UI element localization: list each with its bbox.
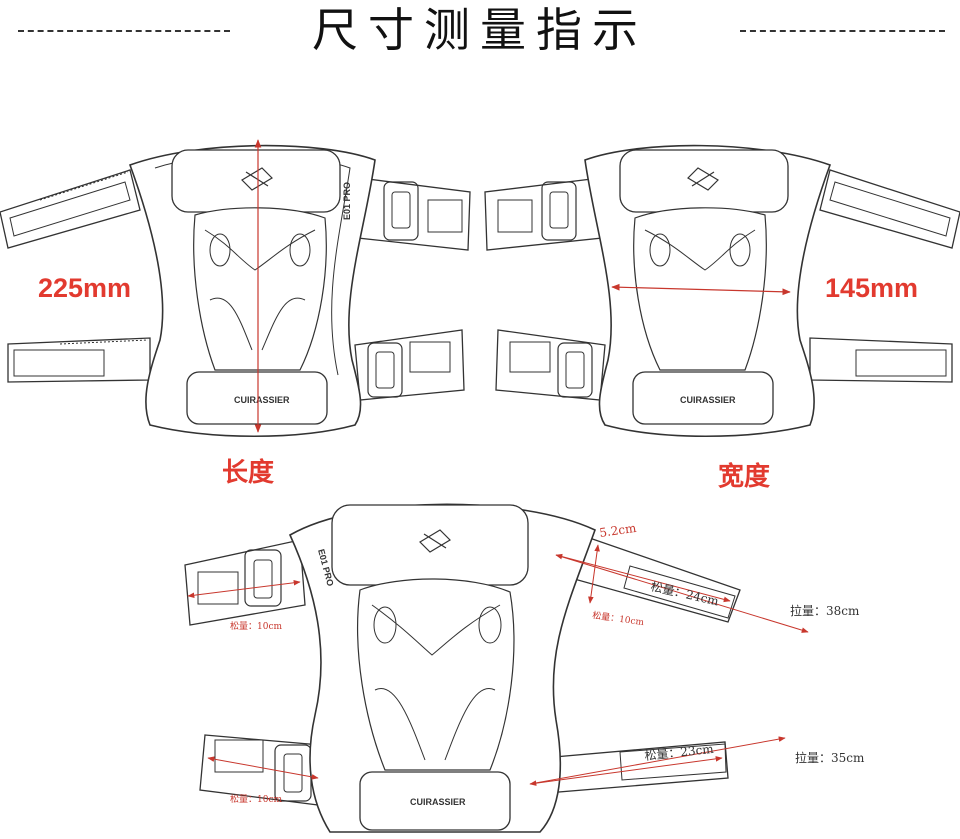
upper-strap-stretch-label: 拉量：38cm xyxy=(790,603,860,618)
strap-top-right xyxy=(357,177,471,251)
knee-pad-strap-view: CUIRASSIER E01 PRO xyxy=(184,503,741,833)
svg-text:CUIRASSIER: CUIRASSIER xyxy=(680,395,736,405)
length-caption: 长度 xyxy=(222,458,275,488)
top-panel xyxy=(171,149,341,213)
svg-text:CUIRASSIER: CUIRASSIER xyxy=(410,797,466,807)
svg-text:E01 PRO: E01 PRO xyxy=(342,182,352,220)
left-lower-strap-arrow xyxy=(207,756,319,780)
lower-strap-relaxed-arrow xyxy=(529,756,723,786)
strap-bottom-left xyxy=(7,337,151,383)
lower-strap-stretch-label: 拉量：35cm xyxy=(795,750,865,765)
upper-strap-relaxed-arrow xyxy=(555,553,731,603)
upper-strap-stretch-arrow xyxy=(555,554,809,633)
left-upper-relaxed-label: 松量：10cm xyxy=(230,620,282,632)
strap-width-label: 5.2cm xyxy=(598,521,637,540)
page-title: 尺寸测量指示 xyxy=(312,3,648,57)
side-strap-relaxed-label: 松量：10cm xyxy=(592,609,646,628)
knee-cap xyxy=(193,207,327,371)
top-panel-bottom xyxy=(331,504,529,586)
lower-strap-stretch-arrow xyxy=(529,736,786,785)
svg-text:CUIRASSIER: CUIRASSIER xyxy=(234,395,290,405)
knee-pad-width-view xyxy=(484,144,960,437)
length-dimension-value: 225mm xyxy=(38,273,132,303)
left-lower-relaxed-label: 松量：10cm xyxy=(230,793,282,805)
strap-top-left xyxy=(0,169,141,249)
title-divider-right xyxy=(740,30,945,32)
left-upper-strap-arrow xyxy=(187,580,301,598)
left-upper-buckle-strap xyxy=(184,539,306,626)
bottom-panel-bottom xyxy=(359,771,511,831)
title-divider-left xyxy=(18,30,230,32)
width-dimension-value: 145mm xyxy=(825,273,919,303)
width-dimension-arrow xyxy=(611,283,791,296)
strap-bottom-right xyxy=(354,329,465,401)
width-caption: 宽度 xyxy=(718,462,771,492)
